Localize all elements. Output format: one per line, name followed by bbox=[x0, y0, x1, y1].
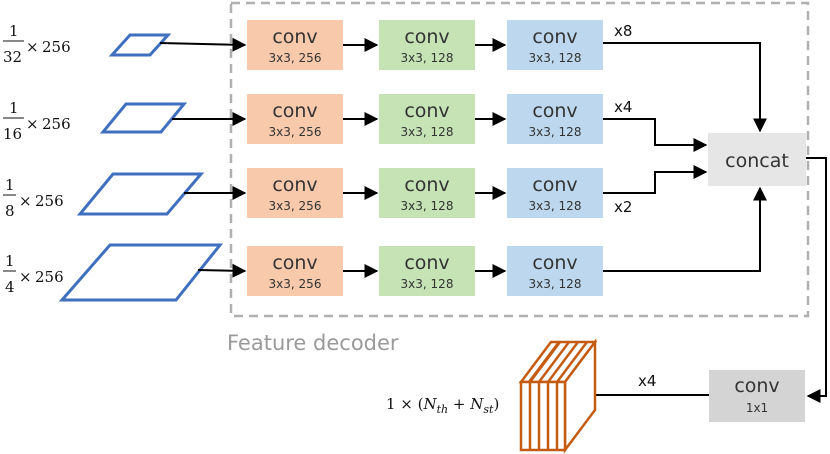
fraction-denominator: 4 bbox=[5, 278, 15, 296]
conv-title: conv bbox=[404, 174, 449, 196]
conv-title: conv bbox=[272, 252, 317, 274]
conv-params: 3x3, 128 bbox=[401, 51, 454, 65]
fraction-numerator: 1 bbox=[9, 99, 19, 117]
conv-block-r3-c2: conv 3x3, 128 bbox=[379, 168, 475, 218]
conv-block-r4-c3: conv 3x3, 128 bbox=[507, 246, 603, 296]
conv-params: 3x3, 128 bbox=[529, 277, 582, 291]
arrow-r2-to-concat bbox=[603, 118, 708, 152]
conv-params: 3x3, 256 bbox=[269, 199, 322, 213]
output-plus: + bbox=[448, 395, 470, 413]
input-feature-map-4 bbox=[58, 243, 224, 302]
conv-title: conv bbox=[532, 100, 577, 122]
times-symbol: × bbox=[26, 38, 39, 56]
conv-title: conv bbox=[404, 26, 449, 48]
output-n1-sub: th bbox=[437, 403, 449, 416]
fraction-denominator: 32 bbox=[3, 48, 22, 66]
channel-count: 256 bbox=[42, 38, 71, 56]
input-label-3: 1 8 × 256 bbox=[3, 176, 64, 220]
final-upsample-label: x4 bbox=[638, 372, 656, 390]
input-label-4: 1 4 × 256 bbox=[3, 252, 64, 296]
conv-params: 3x3, 128 bbox=[529, 125, 582, 139]
conv-params: 3x3, 256 bbox=[269, 125, 322, 139]
arrow-r4-to-concat bbox=[603, 186, 767, 272]
conv-title: conv bbox=[734, 375, 779, 397]
channel-count: 256 bbox=[42, 115, 71, 133]
final-conv-block: conv 1x1 bbox=[709, 370, 805, 422]
channel-count: 256 bbox=[35, 192, 64, 210]
input-label-1: 1 32 × 256 bbox=[3, 22, 71, 66]
conv-params: 3x3, 128 bbox=[401, 277, 454, 291]
conv-block-r4-c1: conv 3x3, 256 bbox=[247, 246, 343, 296]
conv-params: 3x3, 256 bbox=[269, 277, 322, 291]
conv-params: 1x1 bbox=[746, 401, 768, 415]
conv-block-r3-c1: conv 3x3, 256 bbox=[247, 168, 343, 218]
arrow-concat-to-final-conv bbox=[806, 157, 827, 403]
arrow-input1-to-conv bbox=[159, 37, 247, 52]
input-feature-map-3 bbox=[76, 172, 205, 216]
upsample-label-r1: x8 bbox=[614, 22, 632, 40]
conv-title: conv bbox=[272, 100, 317, 122]
conv-title: conv bbox=[272, 174, 317, 196]
arrow-input4-to-conv bbox=[197, 263, 247, 278]
fraction-numerator: 1 bbox=[5, 252, 15, 270]
times-symbol: × bbox=[26, 115, 39, 133]
output-volume bbox=[518, 338, 598, 454]
conv-block-r1-c1: conv 3x3, 256 bbox=[247, 20, 343, 70]
arrow-r1-to-concat bbox=[603, 42, 767, 133]
concat-block: concat bbox=[708, 133, 806, 186]
conv-title: conv bbox=[272, 26, 317, 48]
fraction-numerator: 1 bbox=[5, 176, 15, 194]
conv-block-r2-c3: conv 3x3, 128 bbox=[507, 94, 603, 144]
fraction-numerator: 1 bbox=[9, 22, 19, 40]
feature-decoder-region bbox=[229, 1, 810, 318]
input-feature-map-2 bbox=[99, 102, 188, 134]
conv-block-r4-c2: conv 3x3, 128 bbox=[379, 246, 475, 296]
conv-title: conv bbox=[532, 252, 577, 274]
conv-params: 3x3, 128 bbox=[529, 199, 582, 213]
conv-params: 3x3, 128 bbox=[401, 125, 454, 139]
output-close: ) bbox=[493, 395, 499, 413]
conv-title: conv bbox=[532, 174, 577, 196]
arrow-r3-to-concat bbox=[603, 165, 708, 194]
upsample-label-r2: x4 bbox=[614, 98, 632, 116]
conv-params: 3x3, 256 bbox=[269, 51, 322, 65]
conv-title: conv bbox=[404, 252, 449, 274]
conv-block-r2-c1: conv 3x3, 256 bbox=[247, 94, 343, 144]
times-symbol: × bbox=[19, 192, 32, 210]
input-feature-map-1 bbox=[108, 33, 172, 57]
conv-params: 3x3, 128 bbox=[529, 51, 582, 65]
output-size-label: 1 × (Nth + Nst) bbox=[386, 395, 499, 416]
conv-params: 3x3, 128 bbox=[401, 199, 454, 213]
channel-count: 256 bbox=[35, 268, 64, 286]
fraction-denominator: 8 bbox=[5, 202, 15, 220]
output-lead: 1 × ( bbox=[386, 395, 424, 413]
fraction-denominator: 16 bbox=[3, 125, 22, 143]
feature-decoder-label: Feature decoder bbox=[227, 331, 399, 355]
conv-block-r1-c2: conv 3x3, 128 bbox=[379, 20, 475, 70]
conv-title: conv bbox=[404, 100, 449, 122]
conv-title: conv bbox=[532, 26, 577, 48]
concat-label: concat bbox=[725, 150, 789, 172]
upsample-label-r3: x2 bbox=[614, 198, 632, 216]
output-n2-sub: st bbox=[483, 403, 494, 416]
conv-block-r2-c2: conv 3x3, 128 bbox=[379, 94, 475, 144]
conv-block-r1-c3: conv 3x3, 128 bbox=[507, 20, 603, 70]
input-label-2: 1 16 × 256 bbox=[3, 99, 71, 143]
times-symbol: × bbox=[19, 268, 32, 286]
conv-block-r3-c3: conv 3x3, 128 bbox=[507, 168, 603, 218]
output-n1: N bbox=[423, 395, 438, 413]
output-n2: N bbox=[469, 395, 484, 413]
